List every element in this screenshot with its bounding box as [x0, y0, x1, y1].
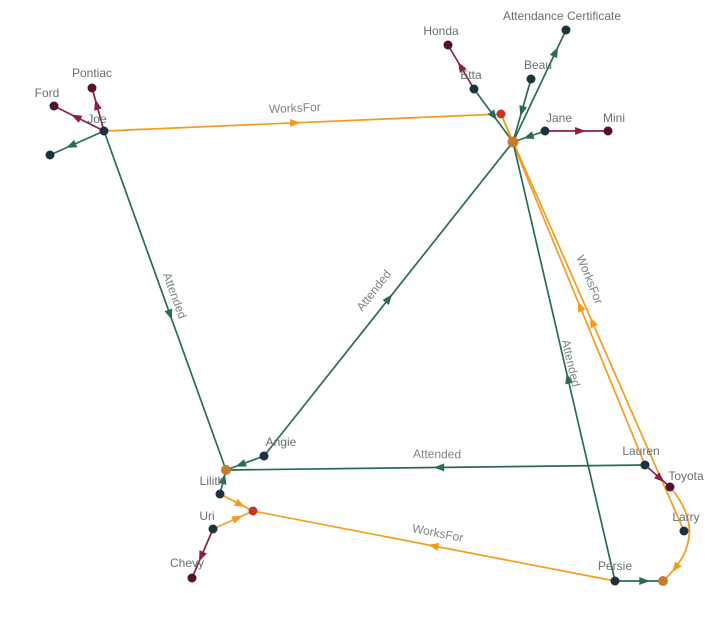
node-mini[interactable]	[603, 126, 613, 136]
node-persie[interactable]	[610, 576, 620, 586]
node-label-ford: Ford	[35, 86, 60, 100]
edge-label-lauren-company_a: WorksFor	[574, 253, 606, 306]
arrowhead-lilith-event_b	[218, 473, 227, 485]
arrowhead-joe-event_b	[164, 308, 173, 320]
arrowhead-lauren-event_b	[433, 463, 445, 472]
node-lauren[interactable]	[640, 460, 650, 470]
node-label-honda: Honda	[423, 24, 459, 38]
node-event_b[interactable]	[221, 465, 231, 475]
arrowhead-angie-event_a	[382, 294, 393, 306]
edge-event_a-cert	[512, 29, 567, 143]
arrowhead-lauren-company_a	[577, 301, 586, 313]
node-ford[interactable]	[49, 101, 59, 111]
arrowhead-uri-chevy	[199, 550, 207, 562]
node-label-chevy: Chevy	[170, 556, 204, 570]
node-anon_tl[interactable]	[45, 150, 55, 160]
node-event_c[interactable]	[658, 576, 668, 586]
nodes-layer	[45, 25, 689, 586]
arrows-layer	[66, 46, 682, 585]
arrowhead-jane-event_a	[523, 131, 535, 139]
arrowhead-joe-ford	[71, 114, 83, 123]
node-company_b[interactable]	[248, 506, 258, 516]
node-larry[interactable]	[679, 526, 689, 536]
node-beau[interactable]	[526, 74, 536, 84]
edge-joe-company_a	[103, 113, 502, 132]
node-event_a[interactable]	[507, 136, 519, 148]
arrowhead-angie-event_b	[235, 459, 247, 467]
arrowhead-joe-company_a	[289, 119, 301, 127]
arrowhead-joe-pontiac	[94, 99, 102, 111]
edge-label-persie-event_a: Attended	[559, 338, 583, 388]
node-company_a[interactable]	[496, 109, 506, 119]
node-honda[interactable]	[443, 40, 453, 50]
arrowhead-beau-event_a	[519, 105, 528, 117]
edge-label-persie-company_b: WorksFor	[411, 521, 465, 545]
node-label-angie: Angie	[266, 435, 297, 449]
node-label-jane: Jane	[546, 111, 572, 125]
arrowhead-lilith-company_b	[233, 498, 246, 507]
node-label-mini: Mini	[603, 111, 625, 125]
node-chevy[interactable]	[187, 573, 197, 583]
node-label-pontiac: Pontiac	[72, 66, 112, 80]
node-cert[interactable]	[561, 25, 571, 35]
arrowhead-etta-event_a	[487, 109, 498, 121]
node-label-larry: Larry	[672, 510, 699, 524]
node-label-lilith: Lilith	[200, 474, 225, 488]
node-uri[interactable]	[208, 524, 218, 534]
node-pontiac[interactable]	[87, 83, 97, 93]
arrowhead-persie-event_a	[565, 373, 574, 385]
node-label-toyota: Toyota	[668, 469, 704, 483]
edge-label-joe-event_b: Attended	[160, 271, 190, 321]
node-label-joe: Joe	[87, 112, 107, 126]
edge-label-joe-company_a: WorksFor	[269, 100, 321, 116]
edge-joe-event_b	[103, 130, 227, 471]
arrowhead-uri-company_b	[231, 515, 243, 524]
node-label-lauren: Lauren	[622, 444, 659, 458]
arrowhead-persie-company_b	[428, 542, 440, 551]
node-lilith[interactable]	[215, 489, 225, 499]
node-label-etta: Etta	[460, 68, 482, 82]
node-label-cert: Attendance Certificate	[503, 9, 621, 23]
node-joe[interactable]	[99, 126, 109, 136]
arrowhead-persie-event_c	[639, 577, 650, 585]
edge-label-lauren-event_b: Attended	[413, 447, 461, 462]
node-label-beau: Beau	[524, 58, 552, 72]
edge-lauren-company_a	[500, 113, 646, 466]
node-label-uri: Uri	[199, 509, 214, 523]
arrowhead-joe-anon_tl	[66, 139, 78, 148]
arrowhead-event_a-cert	[549, 46, 558, 59]
node-angie[interactable]	[259, 451, 269, 461]
node-label-persie: Persie	[598, 559, 632, 573]
edge-label-angie-event_a: Attended	[354, 267, 395, 313]
arrowhead-toyota-event_c	[672, 561, 682, 573]
node-toyota[interactable]	[665, 482, 675, 492]
arrowhead-larry-company_a	[590, 317, 598, 329]
arrowhead-jane-mini	[575, 127, 586, 135]
edge-persie-event_a	[512, 141, 616, 582]
node-etta[interactable]	[469, 84, 479, 94]
edge-joe-anon_tl	[49, 130, 105, 156]
node-jane[interactable]	[540, 126, 550, 136]
arrowhead-etta-honda	[457, 61, 467, 73]
arrowhead-lauren-toyota	[653, 472, 665, 483]
